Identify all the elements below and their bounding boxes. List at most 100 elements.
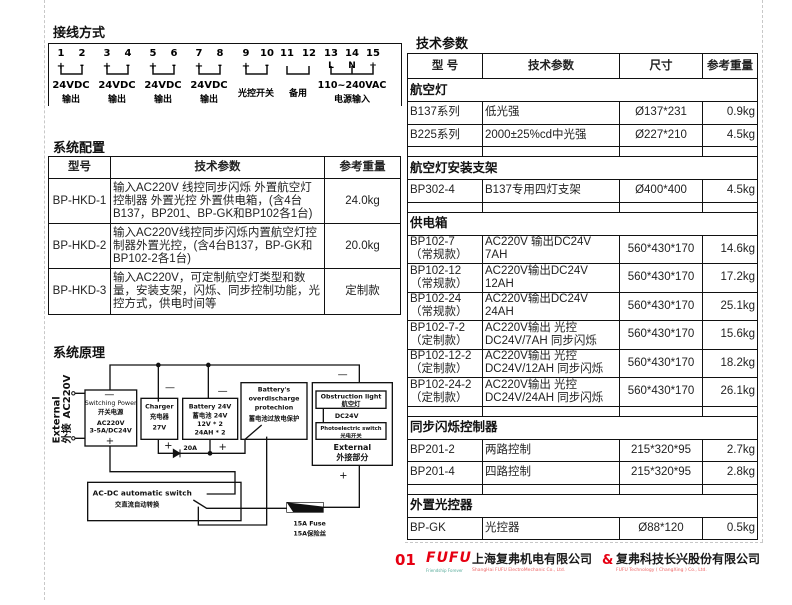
terminal-number: 10 [260, 48, 274, 59]
company-name-1-en: ShangHai FUFU ElectroMechanic Co., Ltd. [472, 568, 566, 573]
weight-cell: 0.5kg [702, 516, 758, 540]
margin-line [762, 0, 763, 542]
neutral-label: N [348, 61, 356, 71]
size-cell: 560*430*170 [619, 291, 703, 321]
col-model: 型号 [48, 156, 111, 179]
system-diagram: External 外接 AC220V Switching Power 开关电源 … [51, 362, 393, 538]
terminal-number: 11 [280, 48, 294, 59]
empty-cell [482, 405, 620, 417]
specs-header-row: 型 号技术参数尺寸参考重量 [407, 53, 758, 79]
terminal-number: 7 [196, 48, 203, 59]
empty-cell [702, 483, 758, 495]
terminal-bracket [152, 66, 175, 75]
label: 航空灯 [342, 399, 362, 408]
minus-sign: — [218, 386, 228, 397]
spec-cell-line: AC220V输出 光控 [485, 350, 578, 363]
model-cell: BP-GK [407, 516, 483, 540]
switching-power-box [84, 389, 138, 447]
label: AC220V [97, 420, 125, 427]
terminal-bracket [286, 66, 310, 75]
spec-cell: 2000±25%cd中光强 [482, 123, 620, 147]
model-cell: BP102-24（常规款） [407, 291, 483, 321]
size-cell: 215*320*95 [619, 438, 703, 462]
col-spec: 技术参数 [110, 156, 325, 179]
weight-cell: 定制款 [324, 268, 401, 315]
wire [197, 424, 268, 526]
terminal-number: 2 [79, 48, 86, 59]
spec-cell-line: 7AH [485, 249, 508, 262]
wire [192, 466, 360, 509]
terminal-group-label: 24VDC [144, 80, 181, 91]
external-box [311, 382, 393, 466]
spacer-row [407, 483, 758, 495]
label: Obstruction light [321, 394, 382, 401]
specs-title: 技术参数 [416, 37, 469, 52]
model-cell: B225系列 [407, 123, 483, 147]
empty-cell [619, 483, 703, 495]
terminal-group-sublabel: 输出 [154, 93, 172, 105]
weight-cell: 0.9kg [702, 101, 758, 125]
model-cell: BP201-4 [407, 461, 483, 485]
table-row: BP-HKD-1 输入AC220V 线控同步闪烁 外置航空灯控制器 外置光控 外… [48, 178, 401, 224]
spec-cell-line: DC24V/12AH 同步闪烁 [485, 363, 604, 376]
model-cell-line: BP102-12 [410, 264, 462, 277]
external-label: External [51, 396, 62, 443]
col-size: 尺寸 [619, 53, 703, 79]
ground-icon: + [369, 61, 377, 71]
size-cell: Ø137*231 [619, 101, 703, 125]
weight-cell: 24.0kg [324, 178, 401, 224]
wire [109, 364, 360, 390]
model-cell-line: BP102-7 [410, 236, 455, 249]
weight-cell: 15.6kg [702, 320, 758, 350]
size-cell: Ø400*400 [619, 179, 703, 203]
size-cell: 560*430*170 [619, 377, 703, 407]
ampersand: & [602, 553, 614, 568]
spec-cell: 两路控制 [482, 438, 620, 462]
weight-cell: 2.8kg [702, 461, 758, 485]
terminal-number: 15 [366, 48, 380, 59]
terminal-number: 13 [324, 48, 338, 59]
label: 24AH * 2 [194, 430, 225, 437]
spec-cell-line: 24AH [485, 306, 514, 319]
spec-cell: B137专用四灯支架 [482, 179, 620, 203]
empty-cell [482, 483, 620, 495]
category-row: 航空灯 [407, 78, 758, 102]
diode-icon [172, 448, 181, 459]
plus-sign: + [106, 436, 114, 447]
fuse-fill [286, 502, 324, 513]
size-cell: Ø227*210 [619, 123, 703, 147]
terminal-group-sublabel: 输出 [62, 93, 80, 105]
spacer-row [407, 201, 758, 213]
terminal-group-sublabel: 输出 [200, 93, 218, 105]
empty-cell [407, 201, 483, 213]
plus-sign: + [195, 61, 203, 72]
model-cell: B137系列 [407, 101, 483, 125]
label: 交直流自动转换 [115, 500, 160, 509]
model-cell: BP102-7-2（定制款） [407, 320, 483, 350]
label: 光电开关 [339, 431, 362, 439]
label: Battery's [258, 387, 291, 394]
minus-sign: - [265, 60, 269, 71]
weight-cell: 25.1kg [702, 291, 758, 321]
spacer-row [407, 405, 758, 417]
category-title: 同步闪烁控制器 [407, 415, 758, 440]
terminal-number: 3 [104, 48, 111, 59]
terminal-group-label: 24VDC [98, 80, 135, 91]
weight-cell: 4.5kg [702, 179, 758, 203]
minus-sign: - [80, 60, 84, 71]
size-cell: 560*430*170 [619, 320, 703, 350]
category-row: 航空灯安装支架 [407, 156, 758, 180]
label: protechion [255, 404, 294, 411]
empty-cell [619, 146, 703, 157]
terminal-number: 6 [171, 48, 178, 59]
battery-box [182, 397, 239, 440]
